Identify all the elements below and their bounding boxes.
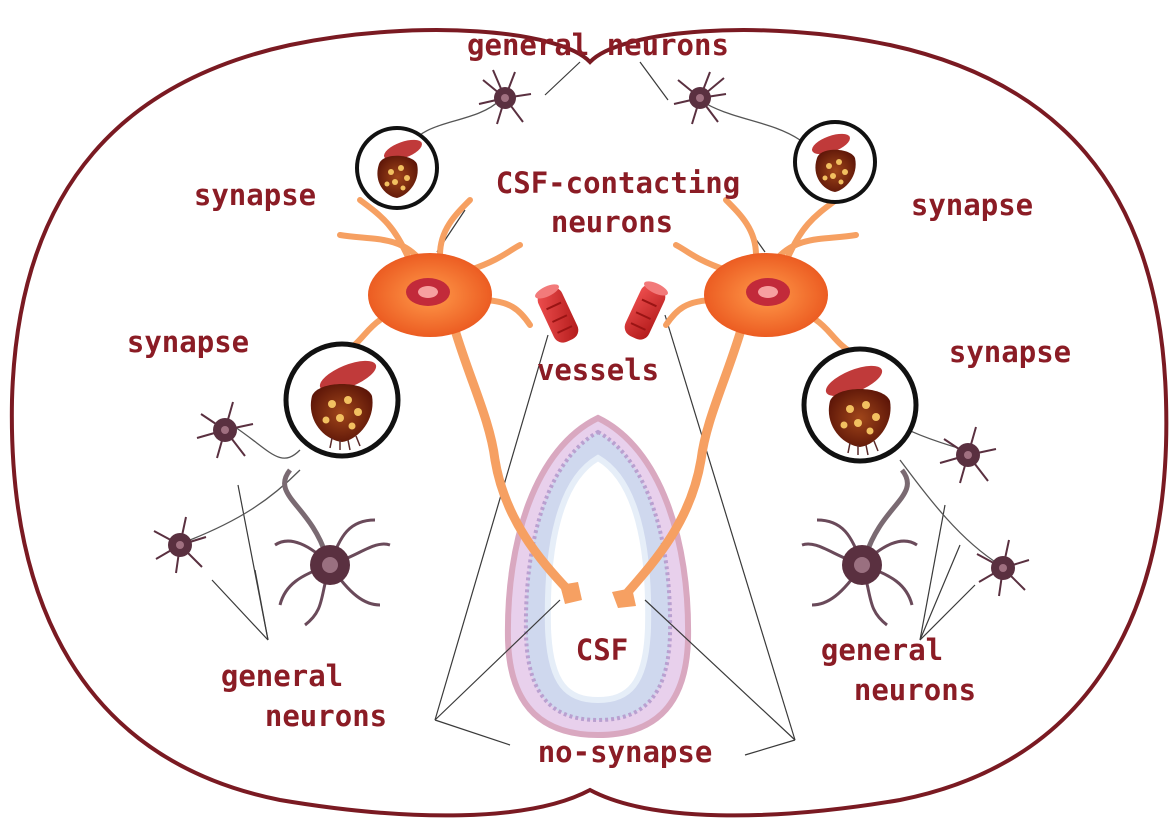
label-general-neurons-left-line2: neurons bbox=[265, 699, 387, 733]
label-synapse-mid-right: synapse bbox=[949, 335, 1071, 369]
synapse-top-right bbox=[793, 120, 877, 204]
general-neuron-right-lower bbox=[976, 539, 1030, 597]
label-general-neurons-right-line2: neurons bbox=[854, 673, 976, 707]
general-neuron-right-upper bbox=[939, 426, 997, 484]
vessel-left bbox=[535, 284, 579, 343]
label-synapse-mid-left: synapse bbox=[127, 325, 249, 359]
general-neuron-left-large bbox=[274, 468, 391, 627]
label-general-neurons-left-line1: general bbox=[221, 659, 343, 693]
synapse-mid-left bbox=[283, 341, 401, 459]
label-csf-contacting-line2: neurons bbox=[551, 205, 673, 239]
label-general-neurons-right-line1: general bbox=[821, 633, 943, 667]
vessel-right bbox=[624, 281, 668, 340]
synapse-mid-right bbox=[801, 346, 919, 464]
general-neuron-top-left bbox=[478, 69, 532, 125]
label-synapse-top-right: synapse bbox=[911, 188, 1033, 222]
label-no-synapse: no-synapse bbox=[538, 735, 713, 769]
general-neuron-right-large bbox=[801, 468, 918, 627]
label-general-neurons-top: general neurons bbox=[467, 28, 729, 62]
general-neuron-top-right bbox=[673, 71, 727, 125]
csf-contacting-neuron-right bbox=[612, 197, 859, 608]
general-neuron-left-upper bbox=[196, 401, 254, 459]
label-csf-contacting-line1: CSF-contacting bbox=[496, 166, 740, 200]
synapse-top-left bbox=[355, 126, 439, 210]
label-vessels: vessels bbox=[537, 353, 659, 387]
label-csf: CSF bbox=[576, 633, 628, 667]
label-synapse-top-left: synapse bbox=[194, 178, 316, 212]
general-neuron-left-lower bbox=[153, 516, 207, 574]
